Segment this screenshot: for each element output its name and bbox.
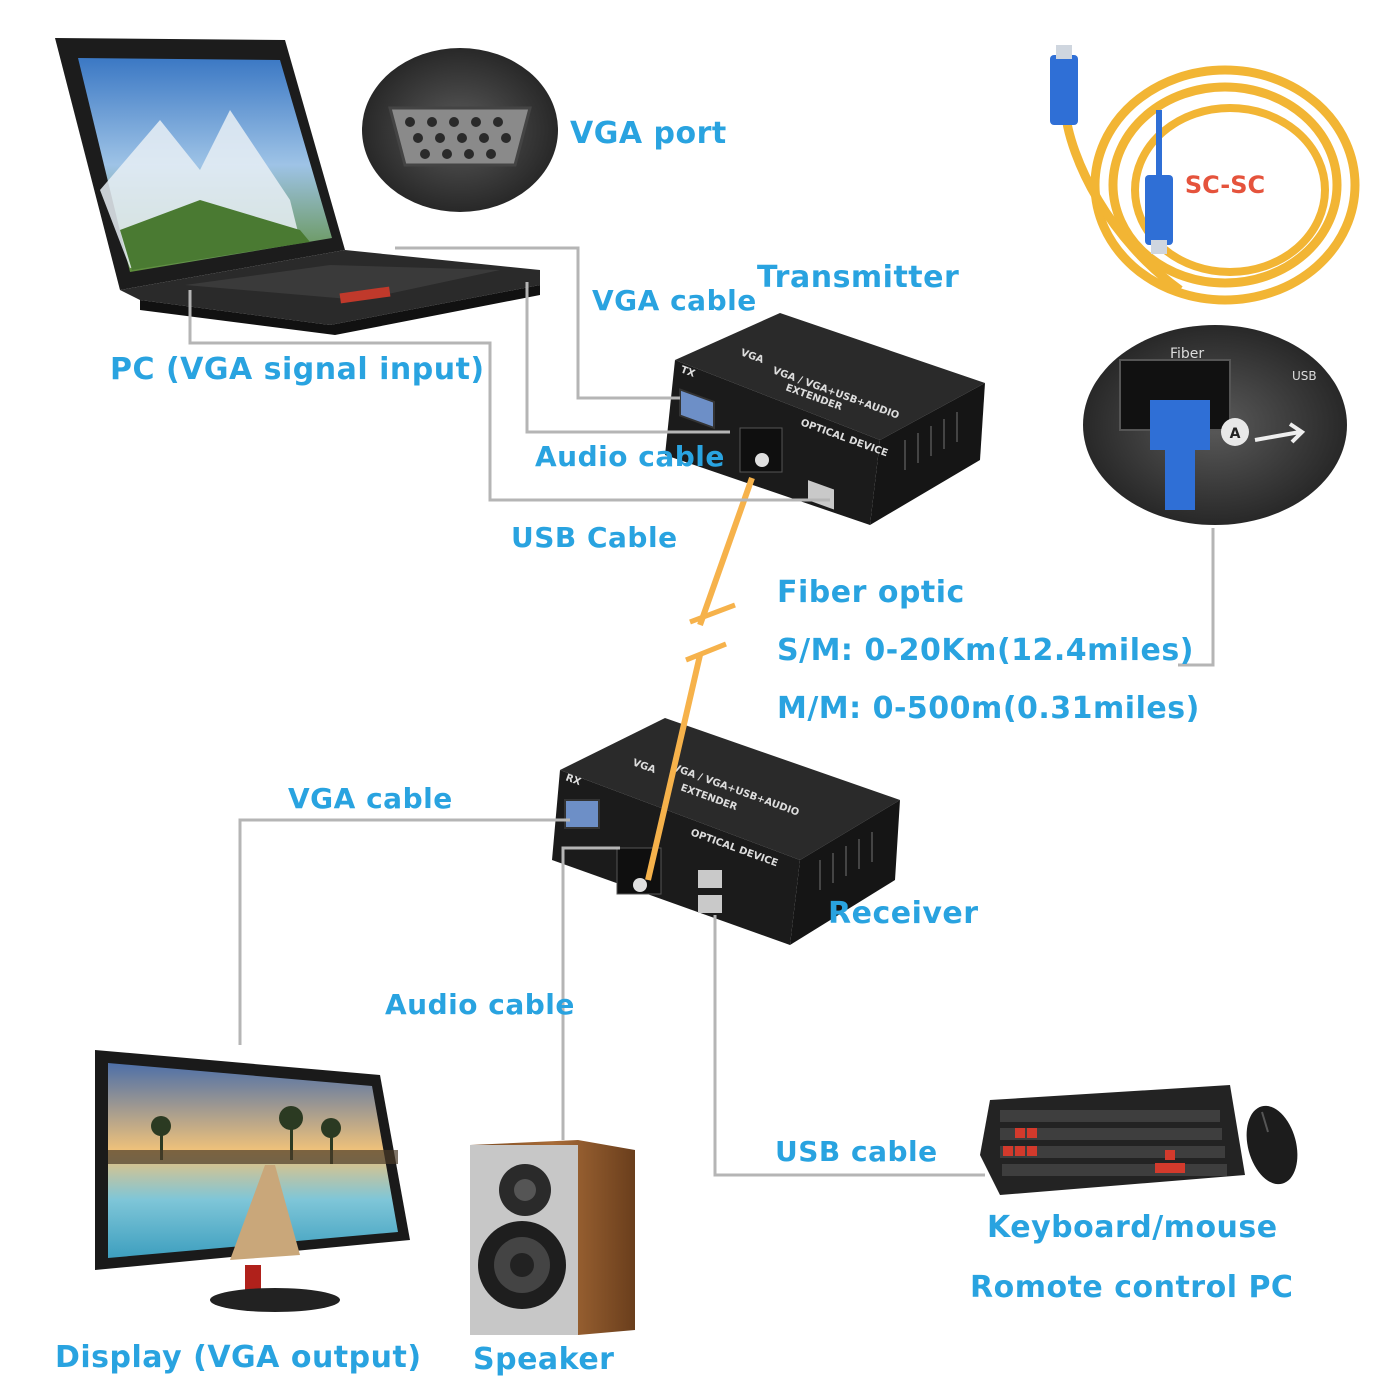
fiber-port-label: Fiber — [1170, 346, 1204, 362]
laptop-icon — [55, 38, 540, 335]
receiver-device: VGA / VGA+USB+AUDIO EXTENDER VGA OPTICAL… — [552, 718, 900, 945]
fiber-port-icon: A Fiber USB — [1083, 325, 1347, 525]
vga-port-label: VGA port — [570, 116, 727, 151]
usb-port-label: USB — [1292, 369, 1317, 383]
sm-range-label: S/M: 0-20Km(12.4miles) — [777, 633, 1194, 668]
speaker-label: Speaker — [473, 1342, 615, 1377]
fiber-optic-label: Fiber optic — [777, 575, 965, 610]
fiber-cable-icon: SC-SC — [1050, 45, 1360, 305]
receiver-rx-text: RX — [564, 772, 583, 788]
transmitter-device: VGA / VGA+USB+AUDIO EXTENDER VGA OPTICAL… — [665, 313, 985, 525]
monitor-icon — [95, 1050, 410, 1312]
mouse-icon — [1246, 1105, 1298, 1185]
transmitter-label: Transmitter — [757, 260, 960, 295]
transmitter-tx-text: TX — [679, 364, 697, 379]
mm-range-label: M/M: 0-500m(0.31miles) — [777, 691, 1200, 726]
audio-cable-top-label: Audio cable — [535, 440, 725, 473]
cables — [188, 246, 1215, 1177]
keyboard-icon — [980, 1085, 1245, 1195]
svg-text:A: A — [1230, 426, 1241, 442]
keyboard-mouse-label: Keyboard/mouse — [987, 1210, 1278, 1245]
pc-input-label: PC (VGA signal input) — [110, 352, 485, 387]
vga-cable-top-label: VGA cable — [592, 284, 757, 317]
receiver-label: Receiver — [828, 896, 979, 931]
vga-cable-bottom-label: VGA cable — [288, 782, 453, 815]
remote-pc-label: Romote control PC — [970, 1270, 1294, 1305]
display-label: Display (VGA output) — [55, 1340, 422, 1375]
fiber-link — [645, 476, 755, 881]
speaker-icon — [470, 1140, 635, 1335]
usb-cable-top-label: USB Cable — [511, 521, 678, 554]
vga-port-icon — [362, 48, 558, 212]
usb-cable-bottom-label: USB cable — [775, 1135, 938, 1168]
audio-cable-bottom-label: Audio cable — [385, 988, 575, 1021]
sc-sc-label: SC-SC — [1185, 171, 1265, 199]
